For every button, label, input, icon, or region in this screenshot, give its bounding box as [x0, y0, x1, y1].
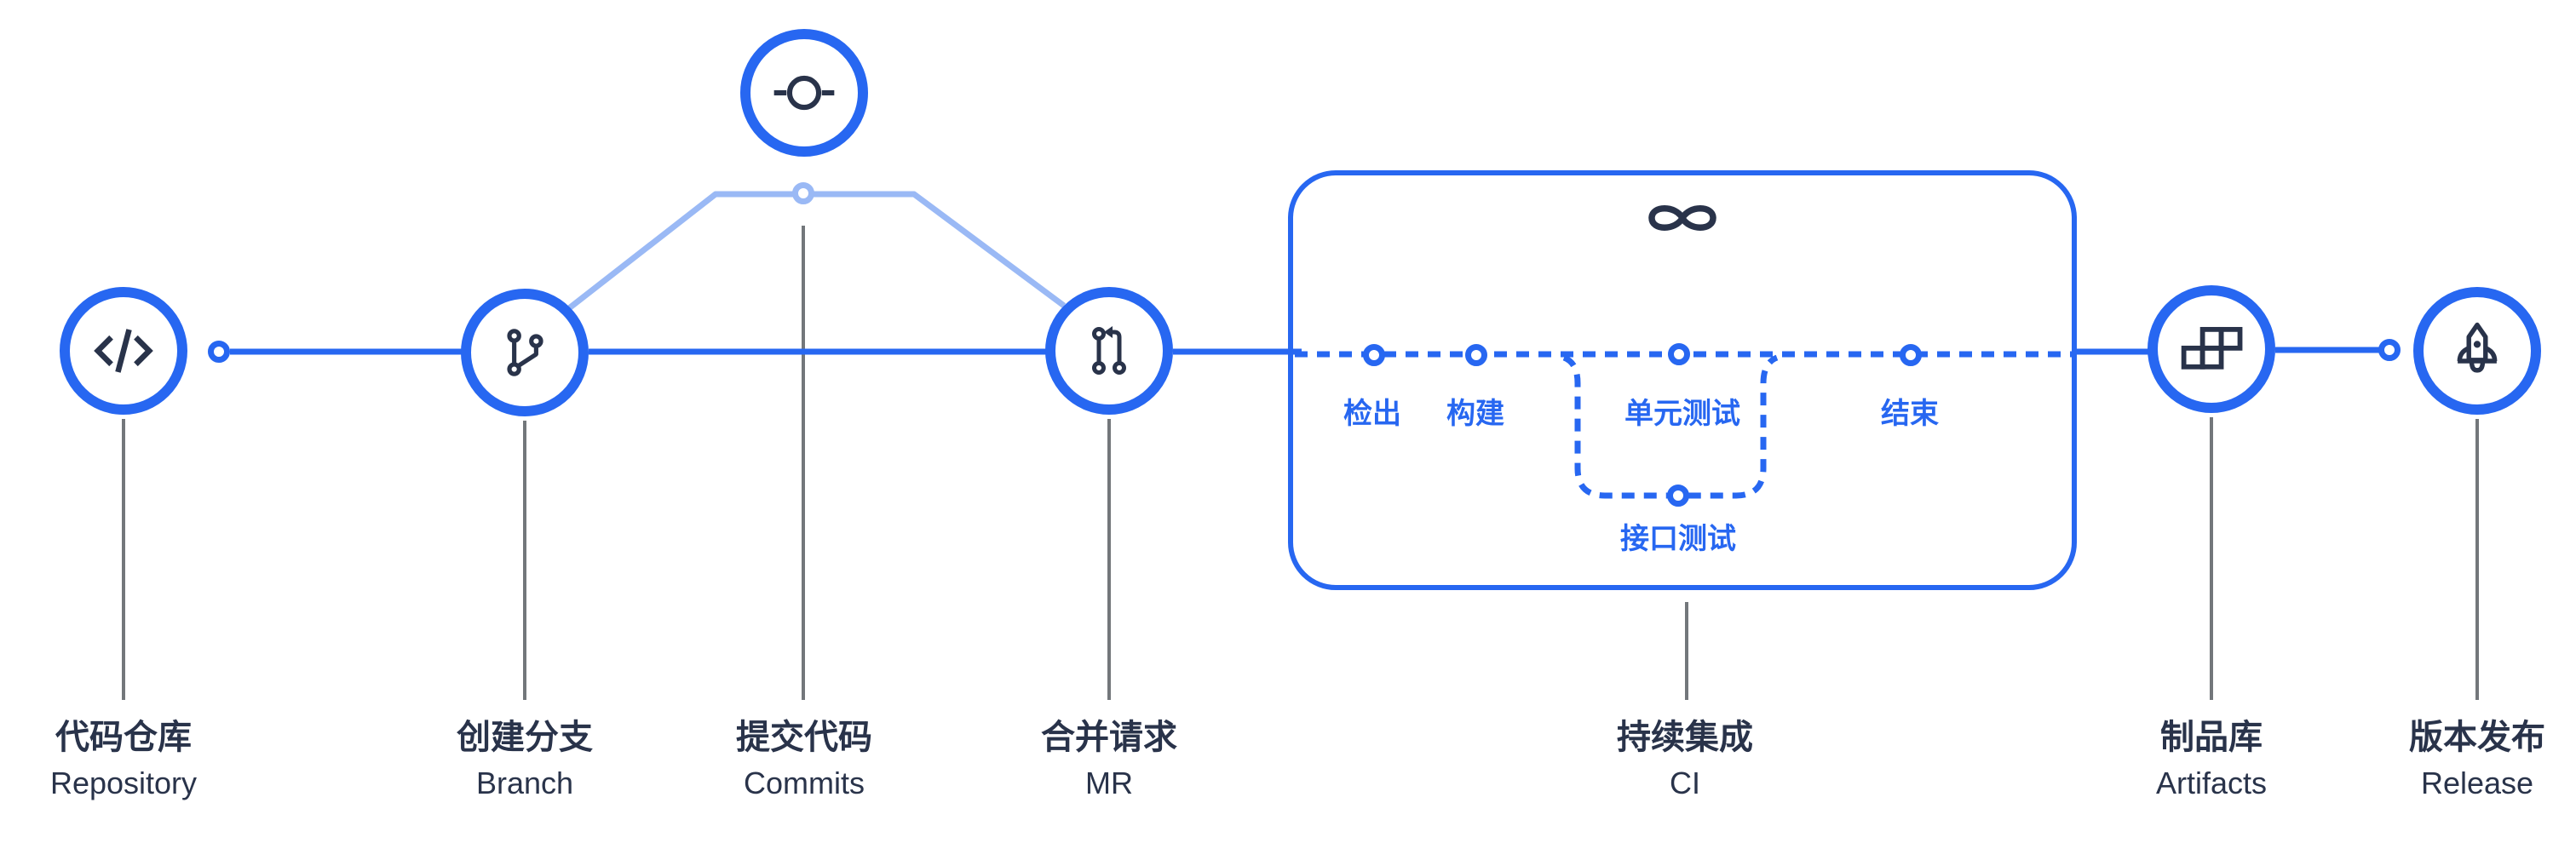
label-mr-zh: 合并请求 [1041, 719, 1177, 756]
label-ci-zh: 持续集成 [1617, 719, 1753, 756]
stage-label-end: 结束 [1881, 398, 1939, 430]
label-artifacts: 制品库 Artifacts [2156, 715, 2267, 806]
stage-dot-build [1465, 344, 1487, 366]
label-ci-en: CI [1670, 766, 1700, 800]
label-drop-lines [122, 226, 2479, 700]
code-icon [94, 329, 153, 373]
connector-dot [2378, 339, 2401, 361]
stage-dot-end [1900, 344, 1922, 366]
merge-request-icon [1092, 326, 1126, 375]
main-line [230, 347, 2379, 355]
label-branch-en: Branch [475, 766, 574, 800]
label-commits: 提交代码 Commits [736, 715, 872, 806]
label-release: 版本发布 Release [2409, 715, 2545, 806]
label-repository: 代码仓库 Repository [50, 715, 197, 806]
label-branch: 创建分支 Branch [457, 715, 593, 806]
stage-label-build: 构建 [1446, 398, 1504, 430]
label-branch-zh: 创建分支 [457, 719, 593, 756]
node-artifacts [2148, 285, 2275, 413]
label-release-zh: 版本发布 [2409, 719, 2545, 756]
label-mr-en: MR [1085, 766, 1133, 800]
label-repository-en: Repository [49, 766, 198, 800]
stage-label-checkout: 检出 [1343, 398, 1401, 430]
label-artifacts-zh: 制品库 [2160, 719, 2263, 756]
git-branch-icon [507, 329, 543, 376]
git-commit-icon [773, 75, 835, 111]
node-commits [740, 29, 868, 157]
stage-label-interface-test: 接口测试 [1620, 523, 1736, 555]
stage-dot-checkout [1363, 344, 1385, 366]
stage-dot-interface-test [1667, 485, 1689, 507]
label-commits-en: Commits [744, 766, 865, 800]
node-release [2413, 287, 2541, 415]
commit-branch-path [566, 191, 1067, 311]
stage-dot-unit-test [1668, 343, 1690, 365]
commit-connector-dot [792, 182, 814, 204]
infinity-icon [1648, 205, 1716, 231]
label-artifacts-en: Artifacts [2155, 766, 2268, 800]
connector-dot [208, 341, 230, 363]
ci-box [1288, 170, 2077, 590]
node-mr [1045, 287, 1173, 415]
label-mr: 合并请求 MR [1041, 715, 1177, 806]
blocks-icon [2181, 326, 2243, 370]
label-ci: 持续集成 CI [1617, 715, 1753, 806]
label-release-en: Release [2420, 766, 2534, 800]
node-branch [461, 289, 589, 416]
label-commits-zh: 提交代码 [736, 719, 872, 756]
rocket-icon [2457, 322, 2498, 373]
node-repository [60, 287, 187, 415]
label-repository-zh: 代码仓库 [55, 719, 192, 756]
stage-label-unit-test: 单元测试 [1624, 398, 1740, 430]
